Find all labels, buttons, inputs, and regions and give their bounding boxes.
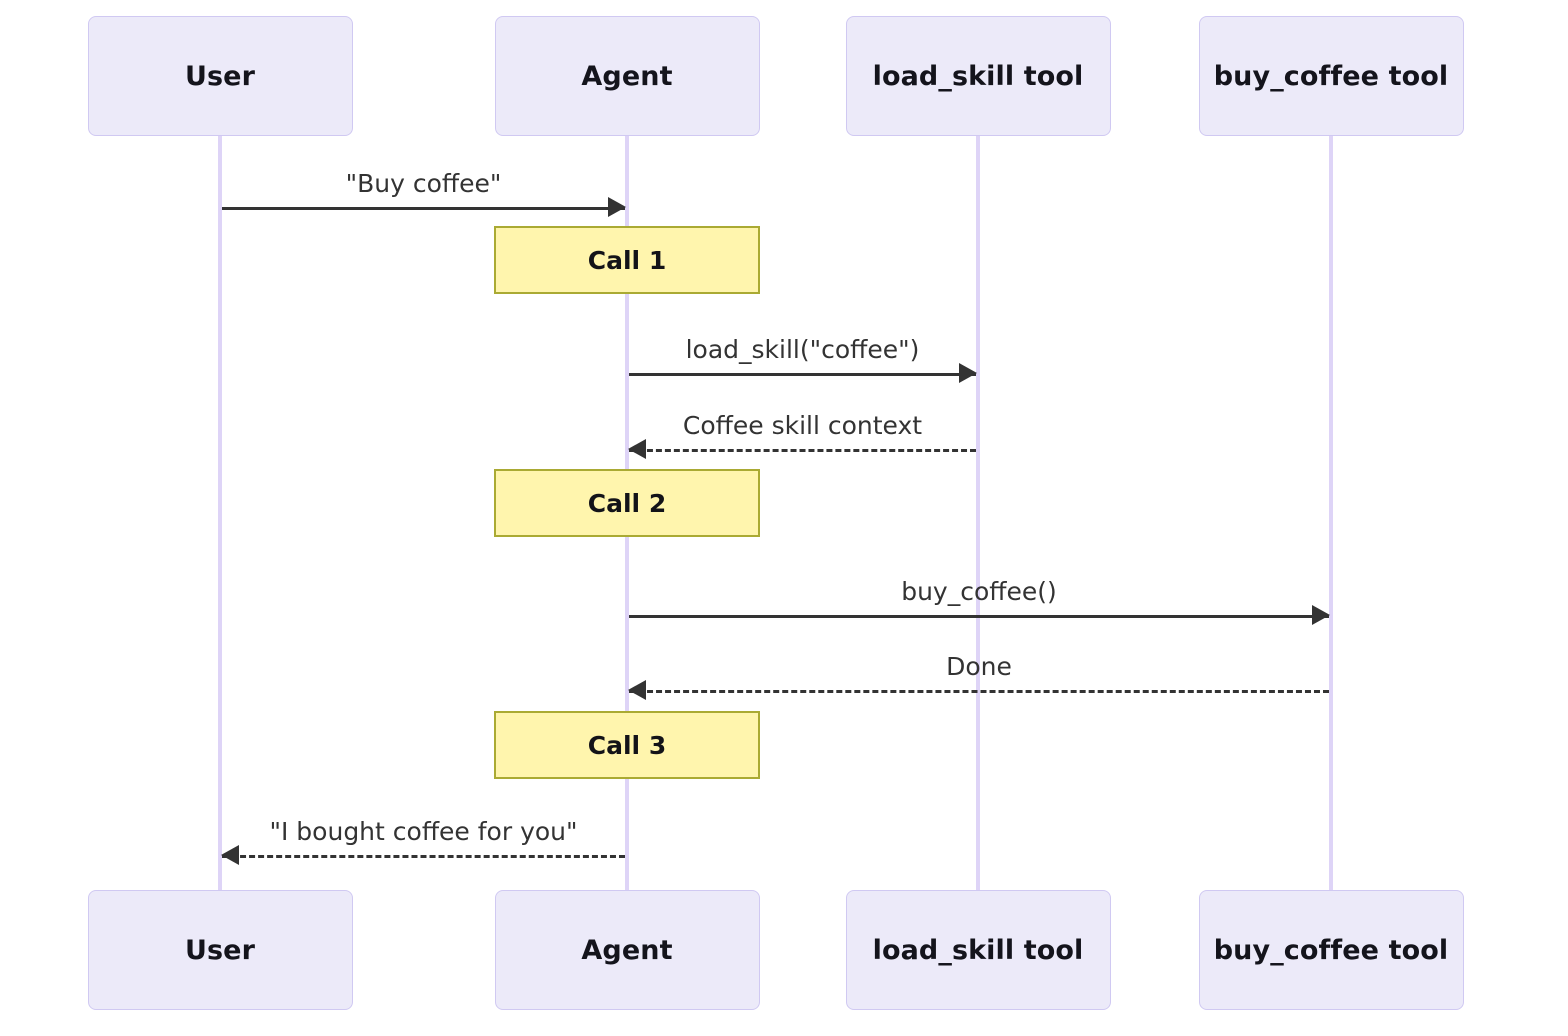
note-1: Call 1 bbox=[494, 226, 760, 294]
participant-user-top[interactable]: User bbox=[87, 16, 353, 136]
participant-label: Agent bbox=[581, 934, 673, 966]
message-label: load_skill("coffee") bbox=[685, 334, 920, 364]
message-line bbox=[222, 855, 625, 858]
message-line bbox=[629, 615, 1329, 618]
message-label: "I bought coffee for you" bbox=[269, 816, 578, 846]
participant-label: buy_coffee tool bbox=[1213, 60, 1449, 92]
message-line bbox=[629, 690, 1329, 693]
message-label: buy_coffee() bbox=[901, 576, 1057, 606]
participant-label: User bbox=[184, 934, 256, 966]
lifeline-load_skill bbox=[976, 136, 980, 890]
note-3: Call 3 bbox=[494, 711, 760, 779]
message-line bbox=[629, 373, 976, 376]
message-line bbox=[222, 207, 625, 210]
message-label: "Buy coffee" bbox=[345, 168, 502, 198]
lifeline-user bbox=[218, 136, 222, 890]
arrowhead-icon bbox=[628, 680, 646, 700]
participant-label: load_skill tool bbox=[872, 60, 1084, 92]
lifeline-buy_coffee bbox=[1329, 136, 1333, 890]
participant-buy_coffee-top[interactable]: buy_coffee tool bbox=[1198, 16, 1464, 136]
message-label: Coffee skill context bbox=[682, 410, 923, 440]
note-2: Call 2 bbox=[494, 469, 760, 537]
arrowhead-icon bbox=[608, 197, 626, 217]
note-label: Call 3 bbox=[587, 730, 667, 760]
participant-user-bottom[interactable]: User bbox=[87, 890, 353, 1010]
participant-buy_coffee-bottom[interactable]: buy_coffee tool bbox=[1198, 890, 1464, 1010]
arrowhead-icon bbox=[1312, 605, 1330, 625]
participant-load_skill-top[interactable]: load_skill tool bbox=[845, 16, 1111, 136]
message-label: Done bbox=[946, 651, 1012, 681]
participant-load_skill-bottom[interactable]: load_skill tool bbox=[845, 890, 1111, 1010]
arrowhead-icon bbox=[221, 845, 239, 865]
participant-label: buy_coffee tool bbox=[1213, 934, 1449, 966]
arrowhead-icon bbox=[628, 439, 646, 459]
participant-label: User bbox=[184, 60, 256, 92]
participant-agent-top[interactable]: Agent bbox=[494, 16, 760, 136]
participant-label: load_skill tool bbox=[872, 934, 1084, 966]
participant-agent-bottom[interactable]: Agent bbox=[494, 890, 760, 1010]
note-label: Call 1 bbox=[587, 245, 667, 275]
participant-label: Agent bbox=[581, 60, 673, 92]
note-label: Call 2 bbox=[587, 488, 667, 518]
message-line bbox=[629, 449, 976, 452]
arrowhead-icon bbox=[959, 363, 977, 383]
